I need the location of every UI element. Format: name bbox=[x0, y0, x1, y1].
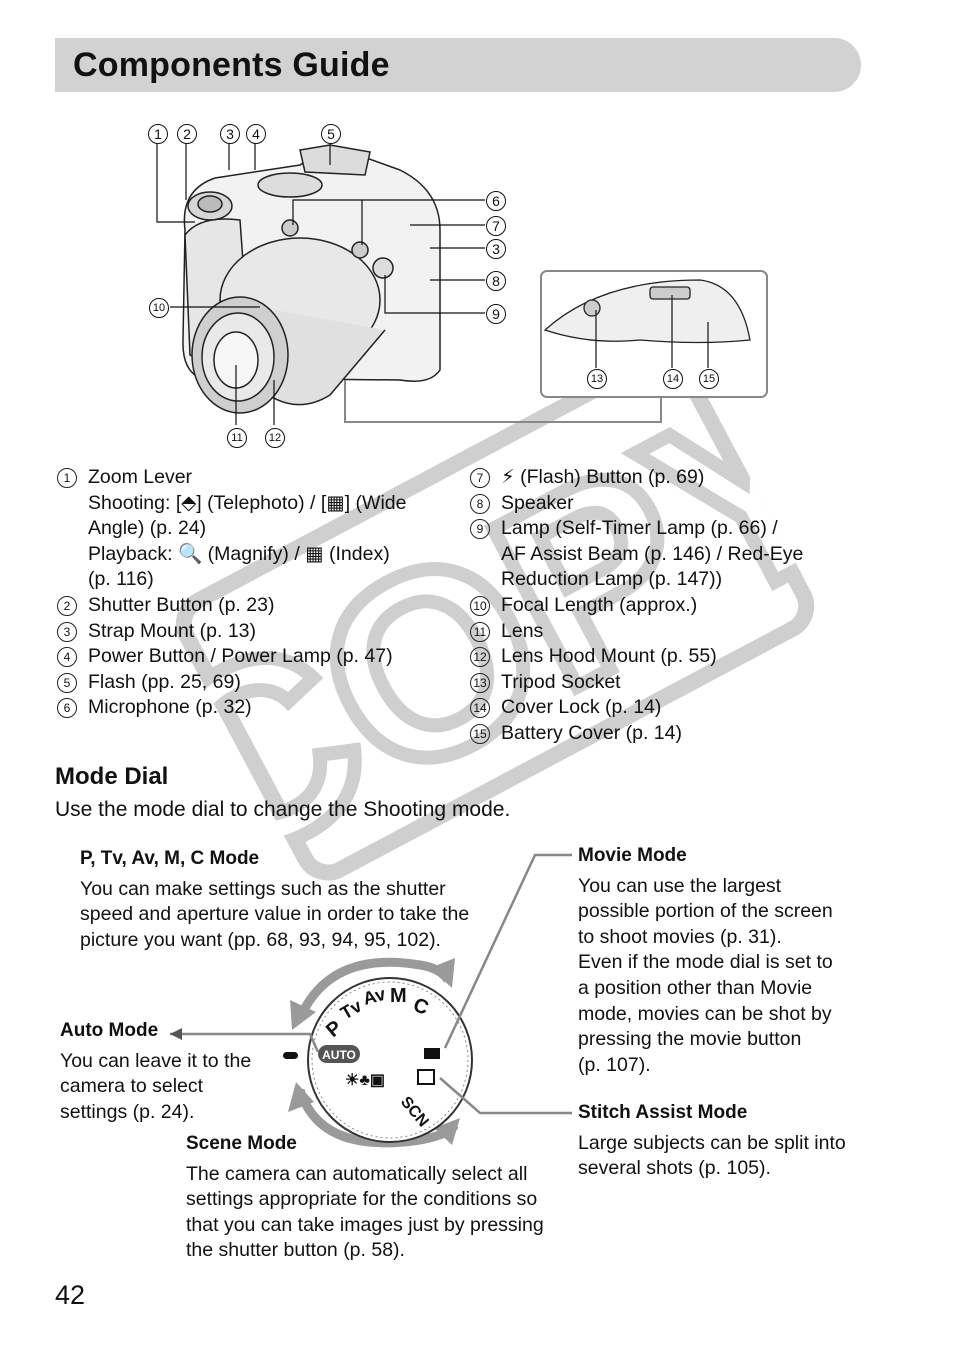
components-list-left: 1 Zoom Lever Shooting: [⬘] (Telephoto) / … bbox=[57, 465, 457, 721]
mode-auto-body: You can leave it to the camera to select… bbox=[60, 1049, 252, 1123]
callout-12: 12 bbox=[265, 428, 285, 448]
movie-icon bbox=[424, 1048, 440, 1059]
component-text: Strap Mount (p. 13) bbox=[88, 619, 256, 642]
component-number: 9 bbox=[470, 519, 490, 540]
component-number: 11 bbox=[470, 621, 490, 642]
component-item: 5 Flash (pp. 25, 69) bbox=[57, 670, 457, 696]
component-number: 3 bbox=[57, 621, 77, 642]
component-item: 7 ⚡ (Flash) Button (p. 69) bbox=[470, 465, 890, 491]
component-item: 8 Speaker bbox=[470, 491, 890, 517]
callout-14: 14 bbox=[663, 369, 683, 389]
component-text: Tripod Socket bbox=[501, 670, 621, 693]
component-item: 14 Cover Lock (p. 14) bbox=[470, 695, 890, 721]
mode-stitch-title: Stitch Assist Mode bbox=[578, 1102, 748, 1123]
component-item: 9 Lamp (Self-Timer Lamp (p. 66) / AF Assi… bbox=[470, 516, 890, 593]
callout-10: 10 bbox=[149, 298, 169, 318]
component-text: Battery Cover (p. 14) bbox=[501, 721, 682, 744]
dial-pointer bbox=[283, 1052, 298, 1059]
component-item: 3 Strap Mount (p. 13) bbox=[57, 619, 457, 645]
component-number: 2 bbox=[57, 595, 77, 616]
component-text: Microphone (p. 32) bbox=[88, 696, 252, 719]
dial-label-c: C bbox=[410, 994, 431, 1020]
component-text: Lens bbox=[501, 619, 544, 642]
callout-4: 4 bbox=[246, 124, 266, 144]
mode-ptvavmc-body: You can make settings such as the shutte… bbox=[80, 877, 470, 951]
component-text: Speaker bbox=[501, 491, 574, 514]
page-number: 42 bbox=[55, 1280, 86, 1310]
component-item: 13 Tripod Socket bbox=[470, 670, 890, 696]
callout-9: 9 bbox=[486, 304, 506, 324]
component-number: 8 bbox=[470, 493, 490, 514]
component-item: 2 Shutter Button (p. 23) bbox=[57, 593, 457, 619]
callout-2: 2 bbox=[177, 124, 197, 144]
mode-auto-title: Auto Mode bbox=[60, 1020, 159, 1041]
component-text: Cover Lock (p. 14) bbox=[501, 696, 662, 719]
mode-ptvavmc: P, Tv, Av, M, C Mode You can make settin… bbox=[80, 846, 520, 953]
mode-movie: Movie Mode You can use the largest possi… bbox=[578, 843, 878, 1078]
component-number: 7 bbox=[470, 468, 490, 488]
component-number: 1 bbox=[57, 468, 77, 488]
leader-lines bbox=[156, 141, 485, 425]
component-item: 4 Power Button / Power Lamp (p. 47) bbox=[57, 644, 457, 670]
mode-leader-lines bbox=[170, 853, 572, 1115]
inset-illustration bbox=[543, 279, 751, 368]
callout-15: 15 bbox=[699, 369, 719, 389]
component-item: 6 Microphone (p. 32) bbox=[57, 695, 457, 721]
mode-scene-body: The camera can automatically select all … bbox=[186, 1162, 544, 1262]
component-number: 6 bbox=[57, 698, 77, 719]
mode-movie-title: Movie Mode bbox=[578, 845, 687, 866]
mode-scene: Scene Mode The camera can automatically … bbox=[186, 1131, 576, 1264]
mode-dial-heading: Mode Dial bbox=[55, 763, 169, 790]
component-item: 12 Lens Hood Mount (p. 55) bbox=[470, 644, 890, 670]
component-text: Lens Hood Mount (p. 55) bbox=[501, 645, 717, 668]
component-text: ⚡ (Flash) Button (p. 69) bbox=[501, 466, 705, 488]
mode-stitch-body: Large subjects can be split into several… bbox=[578, 1131, 846, 1180]
callout-5: 5 bbox=[321, 124, 341, 144]
callout-13: 13 bbox=[587, 369, 607, 389]
component-number: 10 bbox=[470, 595, 490, 616]
component-number: 12 bbox=[470, 647, 490, 668]
component-text: Power Button / Power Lamp (p. 47) bbox=[88, 645, 393, 668]
scene-icons: ☀♣▣ bbox=[345, 1072, 385, 1089]
component-item: 15 Battery Cover (p. 14) bbox=[470, 721, 890, 747]
mode-dial-figure: P Tv Av M C AUTO SCN ☀♣▣ bbox=[170, 853, 572, 1148]
callout-3: 3 bbox=[220, 124, 240, 144]
mode-stitch: Stitch Assist Mode Large subjects can be… bbox=[578, 1100, 898, 1182]
mode-ptvavmc-title: P, Tv, Av, M, C Mode bbox=[80, 848, 260, 869]
component-item: 11 Lens bbox=[470, 619, 890, 645]
component-item: 10 Focal Length (approx.) bbox=[470, 593, 890, 619]
callout-3b: 3 bbox=[486, 239, 506, 259]
component-text: Shutter Button (p. 23) bbox=[88, 593, 275, 616]
mode-dial-intro: Use the mode dial to change the Shooting… bbox=[55, 798, 511, 821]
inset-bracket bbox=[344, 380, 662, 423]
component-number: 13 bbox=[470, 672, 490, 693]
callout-7: 7 bbox=[486, 216, 506, 236]
callout-8: 8 bbox=[486, 271, 506, 291]
component-text: Focal Length (approx.) bbox=[501, 593, 698, 616]
component-number: 4 bbox=[57, 647, 77, 668]
title-bar: Components Guide bbox=[55, 38, 861, 92]
component-number: 15 bbox=[470, 723, 490, 744]
camera-illustration bbox=[182, 144, 441, 414]
callout-6: 6 bbox=[486, 191, 506, 211]
callout-1: 1 bbox=[148, 124, 168, 144]
component-item: 1 Zoom Lever Shooting: [⬘] (Telephoto) / … bbox=[57, 465, 457, 593]
component-text: Lamp (Self-Timer Lamp (p. 66) / AF Assis… bbox=[501, 517, 804, 591]
camera-figure bbox=[156, 141, 768, 425]
component-text: Flash (pp. 25, 69) bbox=[88, 670, 241, 693]
stitch-icon bbox=[417, 1069, 435, 1085]
components-list-right: 7 ⚡ (Flash) Button (p. 69) 8 Speaker 9 Lamp (… bbox=[470, 465, 890, 747]
mode-auto: Auto Mode You can leave it to the camera… bbox=[60, 1018, 290, 1125]
component-number: 14 bbox=[470, 698, 490, 719]
component-text: Zoom Lever Shooting: [⬘] (Telephoto) / [… bbox=[88, 466, 407, 591]
dial-face bbox=[307, 977, 473, 1143]
dial-label-auto: AUTO bbox=[322, 1048, 356, 1062]
page-title: Components Guide bbox=[73, 46, 390, 84]
callout-11: 11 bbox=[227, 428, 247, 448]
component-number: 5 bbox=[57, 672, 77, 693]
mode-movie-body: You can use the largest possible portion… bbox=[578, 874, 833, 1076]
mode-scene-title: Scene Mode bbox=[186, 1133, 297, 1154]
dial-label-m: M bbox=[390, 985, 407, 1007]
